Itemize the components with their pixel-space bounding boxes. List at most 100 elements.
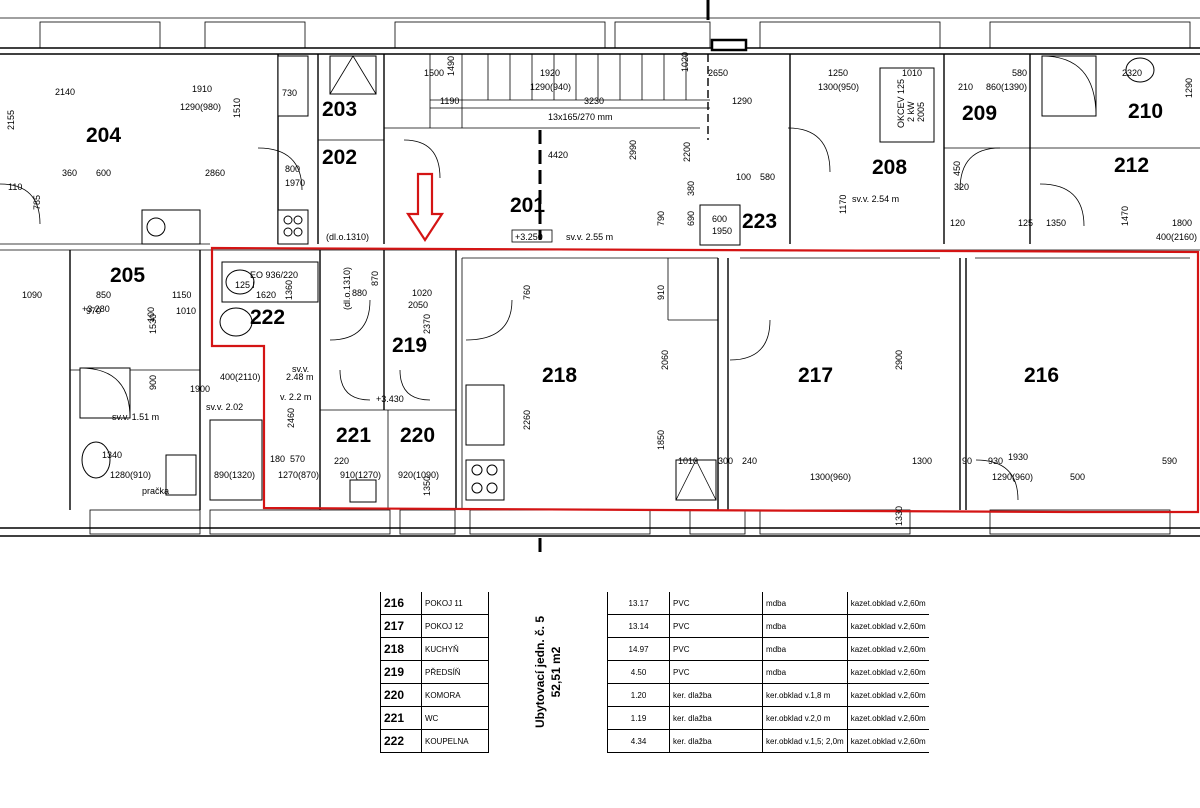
dimension-label: 1350 <box>1046 218 1066 228</box>
dimension-label: 570 <box>290 454 305 464</box>
dimension-label: 1340 <box>102 450 122 460</box>
legend-room-name: POKOJ 11 <box>421 592 489 615</box>
legend-room-number: 220 <box>380 683 422 707</box>
svv-222: sv.v. <box>292 364 309 374</box>
dimension-label: 400(2160) <box>1156 232 1197 242</box>
dimension-label: 100 <box>146 307 156 322</box>
dimension-label: 1020 <box>412 288 432 298</box>
water-heater-capacity: 125 l <box>235 280 255 290</box>
legend-walls: mdba <box>762 637 848 661</box>
dimension-label: 125 <box>1018 218 1033 228</box>
dimension-label: 110 <box>8 182 22 192</box>
legend-area: 1.20 <box>607 683 671 707</box>
dimension-label: 890(1320) <box>214 470 255 480</box>
room-label-202: 202 <box>322 146 357 169</box>
legend-floor: ker. dlažba <box>669 706 764 730</box>
dimension-label: 580 <box>1012 68 1027 78</box>
dimension-label: 100 <box>736 172 751 182</box>
dimension-label: 2370 <box>422 314 432 334</box>
room-label-223: 223 <box>742 210 777 233</box>
dimension-label: 2900 <box>894 350 904 370</box>
legend-walls: mdba <box>762 592 848 615</box>
okcev-year: 2005 <box>916 102 926 122</box>
dimension-label: 1290(940) <box>530 82 571 92</box>
dl-label-1: (dl.o.1310) <box>326 232 369 242</box>
legend-floor: PVC <box>669 637 764 661</box>
dimension-label: 2050 <box>408 300 428 310</box>
dimension-label: 180 <box>270 454 285 464</box>
dimension-label: 1490 <box>446 56 456 76</box>
apartment-outline <box>210 246 1200 514</box>
room-label-221: 221 <box>336 424 371 447</box>
dimension-label: 500 <box>1070 472 1085 482</box>
room-label-204: 204 <box>86 124 121 147</box>
legend-room-name: PŘEDSÍŇ <box>421 660 489 684</box>
dimension-label: 1620 <box>256 290 276 300</box>
stair-label: 13x165/270 mm <box>548 112 613 122</box>
dimension-label: 2200 <box>682 142 692 162</box>
dimension-label: 450 <box>952 161 962 176</box>
okcev-power: 2 kW <box>906 101 916 122</box>
svv-222-value: 2.48 m <box>286 372 314 382</box>
dimension-label: 1350 <box>422 476 432 496</box>
dimension-label: 1300 <box>912 456 932 466</box>
room-label-216: 216 <box>1024 364 1059 387</box>
dimension-label: 880 <box>352 288 367 298</box>
room-labels: 204 203 202 201 223 208 209 210 212 205 … <box>86 98 1163 447</box>
dimension-label: 1290(960) <box>992 472 1033 482</box>
down-arrow-icon <box>405 172 445 243</box>
legend-room-name: WC <box>421 706 489 730</box>
dimension-label: 2320 <box>1122 68 1142 78</box>
dimension-label: 790 <box>656 211 666 226</box>
dimension-label: 1950 <box>712 226 732 236</box>
dimension-label: 970 <box>86 306 101 316</box>
dimension-label: 2990 <box>628 140 638 160</box>
dimension-label: 380 <box>686 181 696 196</box>
dimension-label: 1910 <box>192 84 212 94</box>
room-label-201: 201 <box>510 194 545 217</box>
dimension-label: 1530 <box>148 314 158 334</box>
dimension-label: 400(2110) <box>220 372 260 382</box>
dimension-label: 730 <box>282 88 297 98</box>
annotations: 13x165/270 mm +3.250 sv.v. 2.55 m sv.v. … <box>82 79 926 496</box>
dimension-label: 2060 <box>660 350 670 370</box>
dimension-label: 240 <box>742 456 757 466</box>
dimension-label: 850 <box>96 290 111 300</box>
legend-ceiling: kazet.obklad v.2,60m <box>847 660 929 684</box>
room-label-222: 222 <box>250 306 285 329</box>
dimension-label: 1290(980) <box>180 102 221 112</box>
doors <box>0 127 1085 501</box>
legend-floor: PVC <box>669 592 764 615</box>
dimension-label: 1330 <box>894 506 904 526</box>
dimension-label: 1500 <box>424 68 444 78</box>
legend-room-name: KOUPELNA <box>421 729 489 753</box>
legend-floor: PVC <box>669 614 764 638</box>
room-label-218: 218 <box>542 364 577 387</box>
svv-shower: sv.v. 1.51 m <box>112 412 159 422</box>
dimension-label: 910 <box>656 285 666 300</box>
okcev-label: OKCEV 125 <box>896 79 906 128</box>
legend-unit-area: 52,51 m2 <box>549 646 564 698</box>
legend-floor: ker. dlažba <box>669 729 764 753</box>
dimension-label: 120 <box>950 218 965 228</box>
room-label-209: 209 <box>962 102 997 125</box>
dimension-label: 1190 <box>440 96 459 106</box>
dimension-label: 580 <box>760 172 775 182</box>
fixtures <box>79 55 1155 503</box>
dimension-label: 2155 <box>6 110 16 130</box>
dimension-label: 690 <box>686 211 696 226</box>
room-label-210: 210 <box>1128 100 1163 123</box>
dimension-label: 930 <box>988 456 1003 466</box>
dimension-label: 1170 <box>838 195 848 214</box>
dimension-label: 1090 <box>22 290 42 300</box>
dimension-label: 590 <box>1162 456 1177 466</box>
dimension-label: 800 <box>285 164 300 174</box>
room-label-203: 203 <box>322 98 357 121</box>
